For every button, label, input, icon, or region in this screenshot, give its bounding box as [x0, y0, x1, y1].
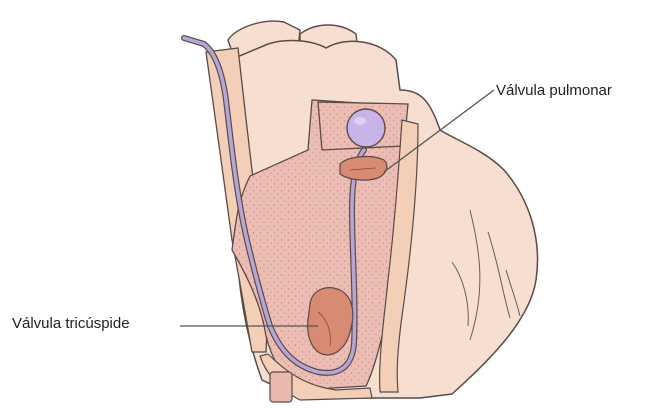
pulmonary-valve-shape: [340, 157, 387, 181]
inferior-vena-cava: [270, 372, 292, 402]
balloon-tip: [347, 109, 385, 147]
pulmonary-valve-label: Válvula pulmonar: [496, 83, 612, 98]
tricuspid-valve-label: Válvula tricúspide: [12, 316, 130, 331]
